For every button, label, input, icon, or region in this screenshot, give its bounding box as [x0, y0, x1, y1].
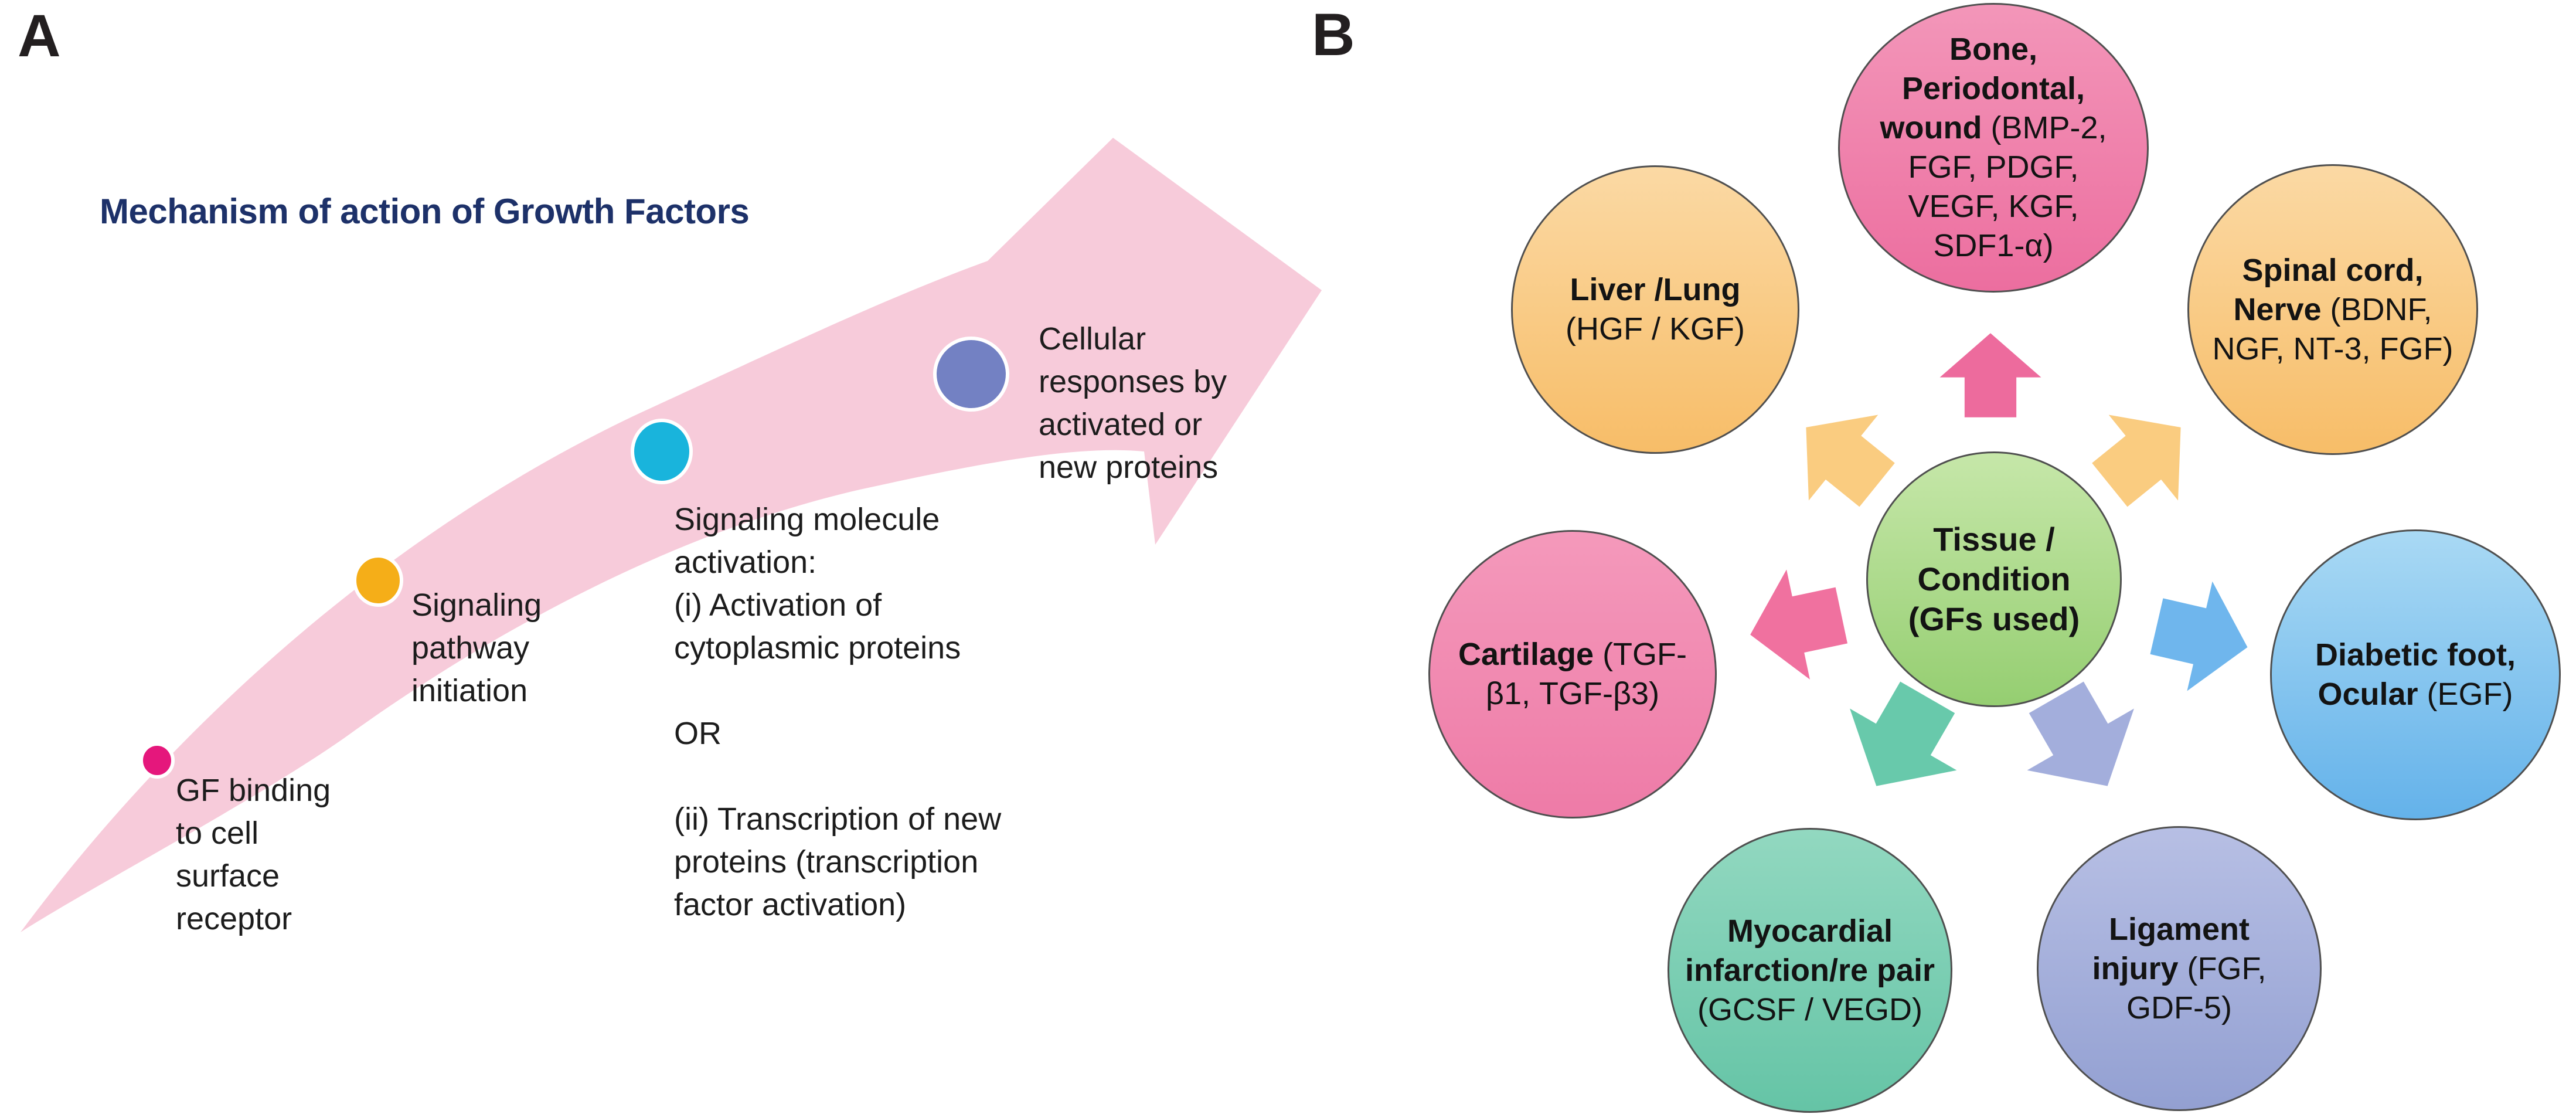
step-dot-gf-binding — [139, 742, 175, 779]
circle-cartilage: Cartilage (TGF-β1, TGF-β3) — [1428, 530, 1717, 818]
circle-spinal-detail: (BDNF, NGF, NT-3, FGF) — [2212, 291, 2454, 366]
circle-diabetic-detail: (EGF) — [2418, 677, 2513, 712]
circle-center-title: Tissue / Condition (GFs used) — [1908, 521, 2080, 637]
circle-liver-text: Liver /Lung (HGF / KGF) — [1513, 270, 1798, 349]
step-dot-signaling-molecule — [631, 419, 693, 484]
circle-tissue-condition-hub: Tissue / Condition (GFs used) — [1866, 451, 2122, 707]
circle-liver-title: Liver /Lung — [1570, 272, 1741, 307]
step-dot-cellular-responses — [933, 337, 1009, 412]
panel-a-title: Mechanism of action of Growth Factors — [100, 192, 750, 231]
circle-spinal-title: Spinal cord, Nerve — [2233, 252, 2424, 327]
circle-bone-title: Bone, Periodontal, wound — [1880, 32, 2085, 145]
circle-cartilage-detail: (TGF-β1, TGF-β3) — [1485, 637, 1687, 711]
arrow-right-icon — [2143, 571, 2261, 702]
panel-a-label: A — [18, 2, 61, 69]
circle-liver-lung: Liver /Lung (HGF / KGF) — [1511, 165, 1799, 454]
arrow-left-icon — [1738, 560, 1853, 690]
circle-diabetic-foot-ocular: Diabetic foot, Ocular (EGF) — [2270, 529, 2561, 820]
circle-diabetic-text: Diabetic foot, Ocular (EGF) — [2272, 636, 2559, 714]
circle-bone-periodontal-wound: Bone, Periodontal, wound (BMP-2, FGF, PD… — [1838, 3, 2149, 293]
circle-myocardial-infarction: Myocardial infarction/re pair (GCSF / VE… — [1668, 828, 1952, 1113]
panel-b-label: B — [1312, 1, 1355, 68]
arrow-up-icon — [1939, 333, 2041, 417]
circle-cartilage-title: Cartilage — [1458, 637, 1594, 672]
step-text-cellular-responses: Cellular responses by activated or new p… — [1039, 321, 1227, 485]
step-dot-signaling-pathway — [353, 554, 403, 607]
circle-liver-detail: (HGF / KGF) — [1566, 311, 1745, 347]
circle-ligament-injury: Ligament injury (FGF, GDF-5) — [2037, 826, 2322, 1111]
circle-myocardial-title: Myocardial infarction/re pair — [1685, 913, 1935, 988]
circle-bone-detail: (BMP-2, FGF, PDGF, VEGF, KGF, SDF1-α) — [1908, 110, 2107, 263]
circle-spinal-text: Spinal cord, Nerve (BDNF, NGF, NT-3, FGF… — [2189, 251, 2476, 369]
step-text-signaling-molecule: Signaling molecule activation: (i) Activ… — [674, 502, 1002, 922]
circle-bone-text: Bone, Periodontal, wound (BMP-2, FGF, PD… — [1840, 30, 2147, 266]
growth-swoosh-arrow-icon — [21, 138, 1322, 932]
circle-ligament-text: Ligament injury (FGF, GDF-5) — [2039, 910, 2320, 1028]
circle-myocardial-text: Myocardial infarction/re pair (GCSF / VE… — [1669, 912, 1951, 1030]
circle-ligament-title: Ligament injury — [2092, 911, 2250, 986]
step-text-signaling-pathway: Signaling pathway initiation — [411, 587, 542, 708]
circle-spinal-cord-nerve: Spinal cord, Nerve (BDNF, NGF, NT-3, FGF… — [2187, 164, 2478, 455]
circle-cartilage-text: Cartilage (TGF-β1, TGF-β3) — [1430, 635, 1715, 714]
circle-myocardial-detail: (GCSF / VEGD) — [1697, 991, 1922, 1027]
circle-diabetic-title: Diabetic foot, Ocular — [2315, 637, 2516, 712]
circle-center-text: Tissue / Condition (GFs used) — [1868, 519, 2120, 639]
step-text-gf-binding: GF binding to cell surface receptor — [176, 773, 331, 936]
circle-ligament-detail: (FGF, GDF-5) — [2126, 950, 2267, 1025]
